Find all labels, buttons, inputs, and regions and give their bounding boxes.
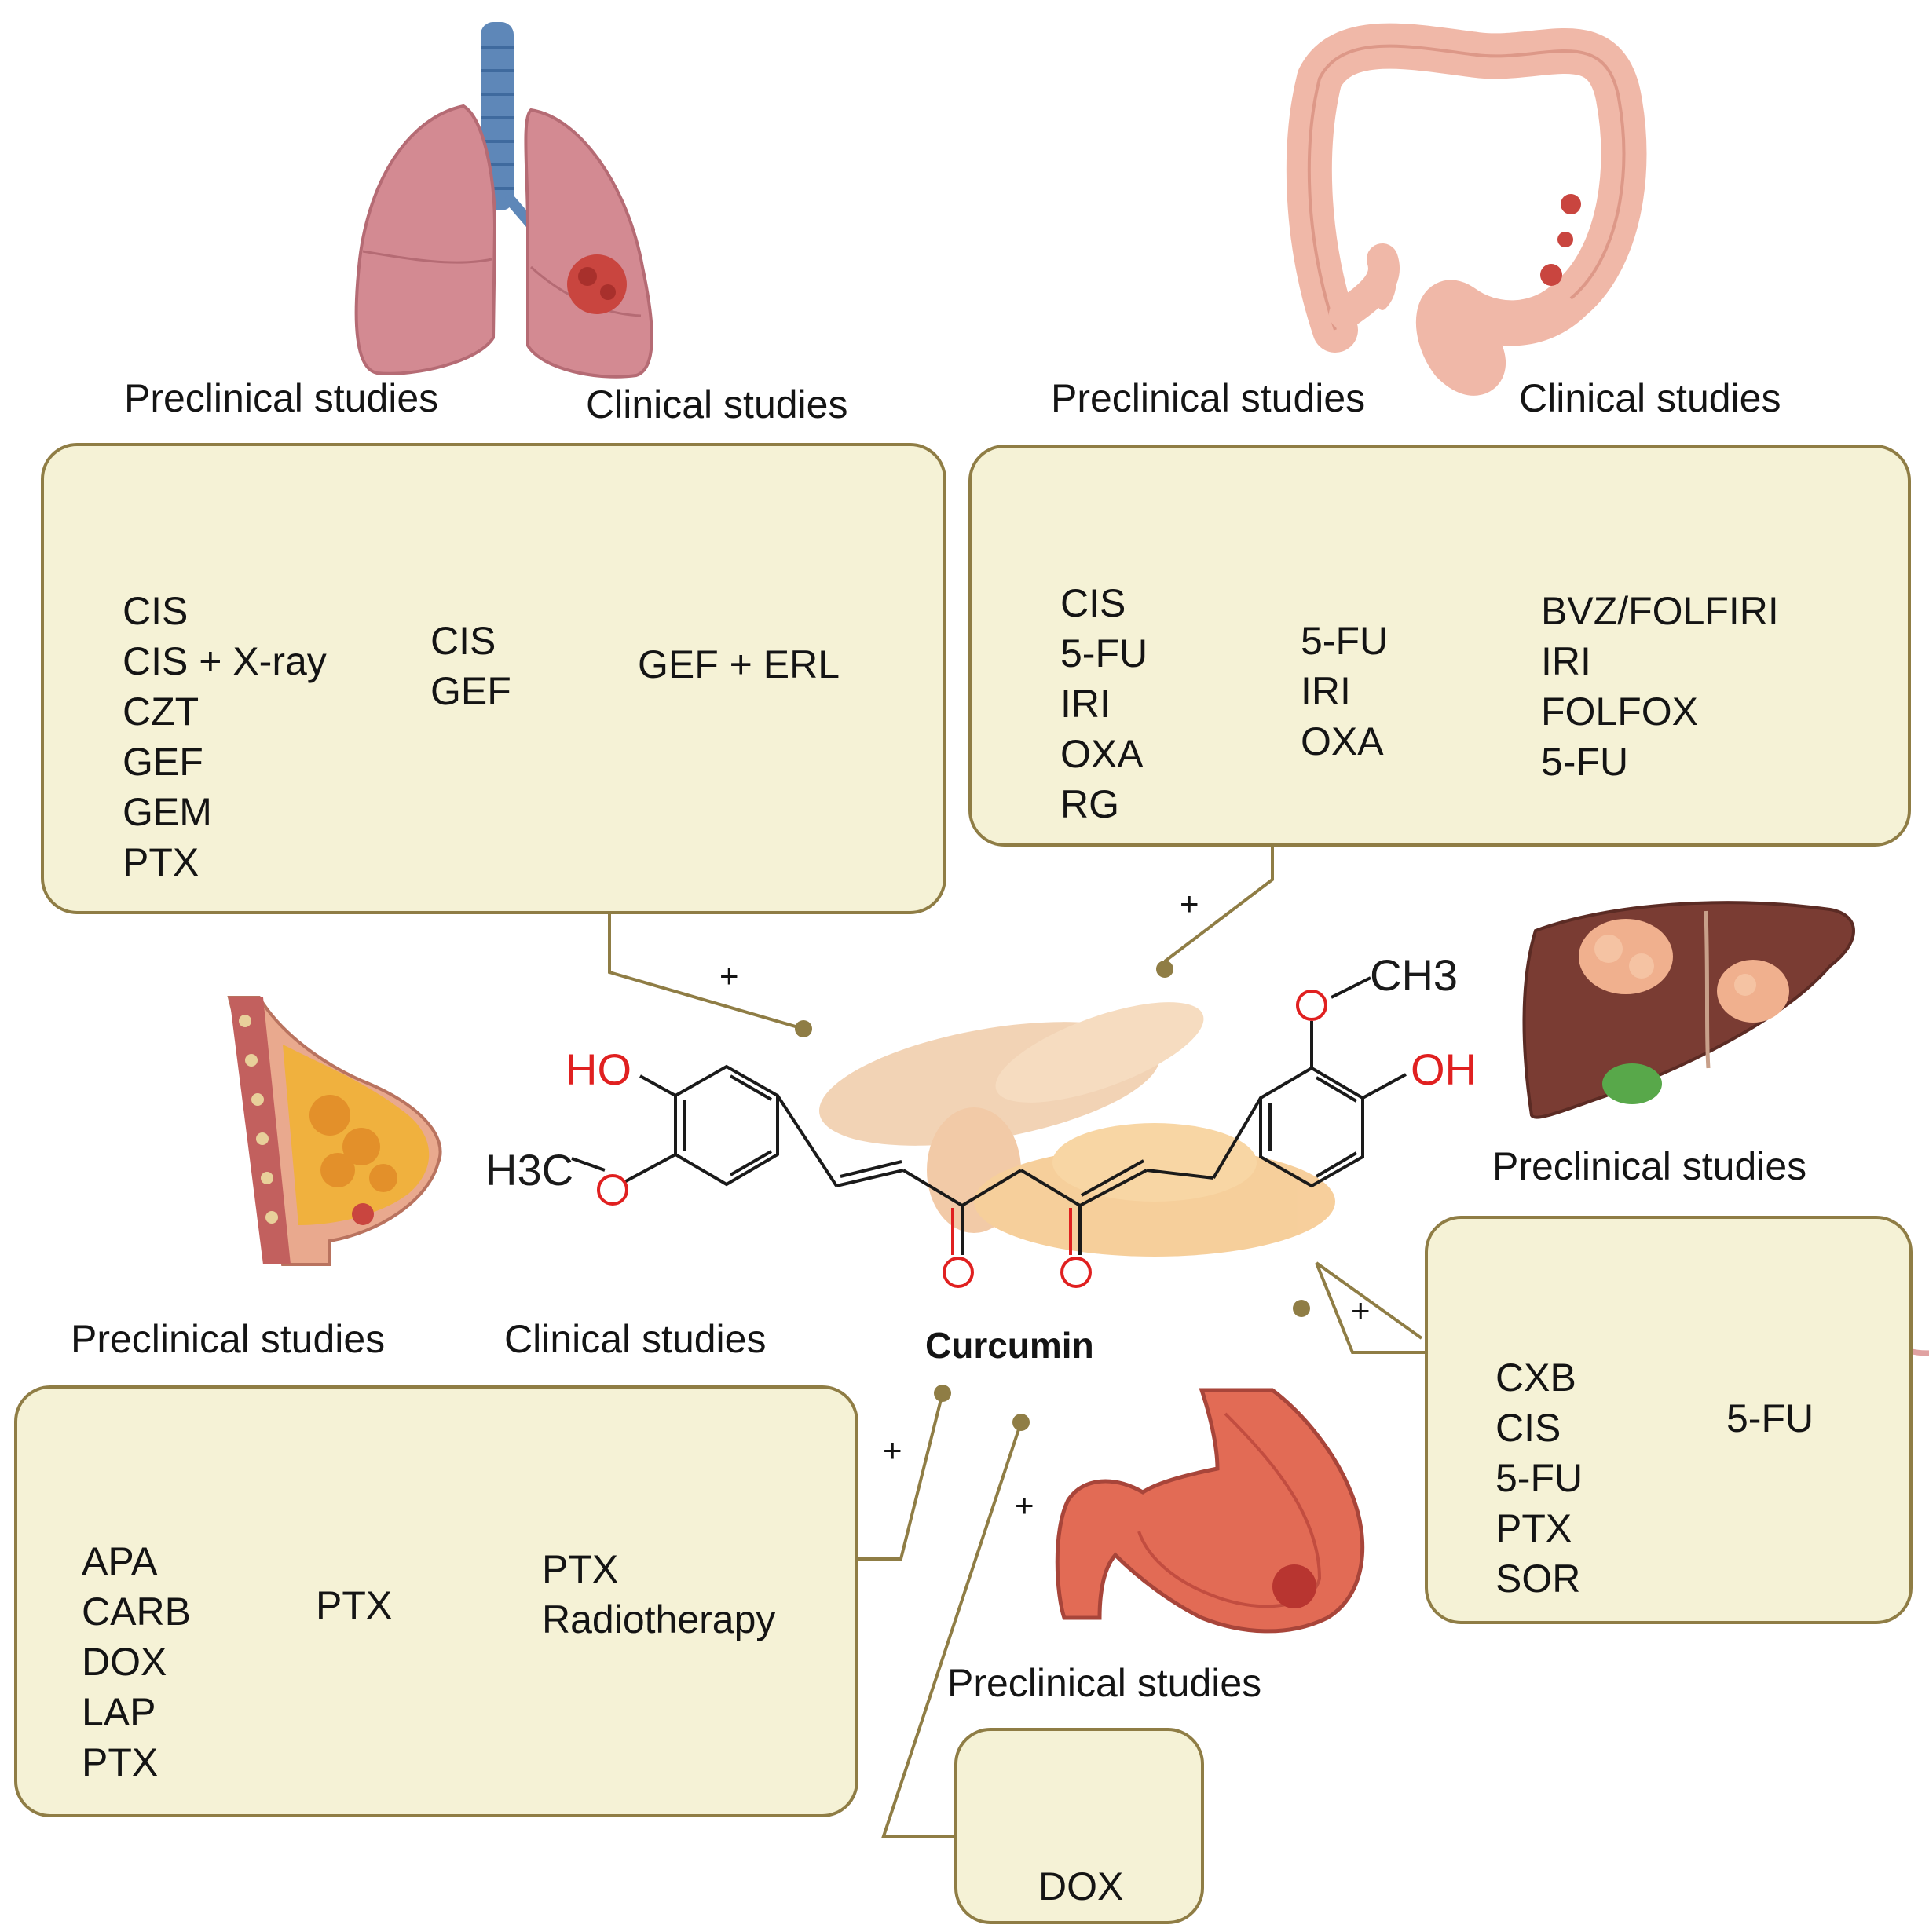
colon-mouse-drug-list: 5-FU IRI OXA: [1301, 616, 1388, 767]
hydroxyl-right-label: OH: [1411, 1045, 1477, 1094]
stomach-cell-drug-list: DOX: [1038, 1861, 1123, 1912]
connector-lines: [608, 847, 1425, 1838]
lung-studies-box: [41, 443, 946, 914]
drug-item: CXB: [1495, 1356, 1576, 1400]
drug-item: IRI: [1060, 682, 1111, 726]
drug-item: OXA: [1301, 719, 1384, 763]
hydroxyl-left-label: HO: [566, 1045, 631, 1094]
drug-item: CIS: [1060, 581, 1126, 625]
drug-item: GEM: [123, 790, 212, 834]
plus-sign: +: [1351, 1292, 1371, 1329]
liver-preclinical-title: Preclinical studies: [1492, 1144, 1807, 1188]
curcumin-structure: [571, 976, 1407, 1288]
liver-cell-drug-list: CXB CIS 5-FU PTX SOR: [1495, 1352, 1583, 1604]
plus-sign: +: [1180, 885, 1199, 922]
breast-clinical-title: Clinical studies: [504, 1317, 767, 1361]
drug-item: BVZ/FOLFIRI: [1541, 589, 1779, 633]
stomach-studies-box: [954, 1728, 1204, 1924]
drug-item: OXA: [1060, 732, 1144, 776]
plus-sign: +: [719, 957, 739, 994]
drug-item: IRI: [1541, 639, 1591, 683]
drug-item: CIS + X-ray: [123, 639, 327, 683]
colon-cell-drug-list: CIS 5-FU IRI OXA RG: [1060, 578, 1148, 829]
drug-item: LAP: [82, 1690, 156, 1734]
drug-item: GEF: [430, 669, 511, 713]
drug-item: CIS: [430, 619, 496, 663]
breast-icon: [227, 996, 442, 1266]
drug-item: PTX: [316, 1583, 393, 1627]
drug-item: RG: [1060, 782, 1119, 826]
compound-name: Curcumin: [925, 1325, 1094, 1366]
drug-item: 5-FU: [1301, 619, 1389, 663]
breast-preclinical-title: Preclinical studies: [71, 1317, 386, 1361]
turmeric-icon: [819, 1002, 1335, 1257]
liver-icon: [1522, 901, 1855, 1119]
methyl-right-label: CH3: [1370, 950, 1459, 1000]
drug-item: PTX: [123, 840, 199, 884]
lung-clinical-drug-list: GEF + ERL: [638, 639, 840, 690]
colon-studies-box: [968, 445, 1911, 847]
drug-item: CIS: [123, 589, 189, 633]
connector-dots: [795, 961, 1310, 1431]
stomach-preclinical-title: Preclinical studies: [947, 1661, 1262, 1705]
breast-studies-box: [14, 1385, 858, 1817]
drug-item: CARB: [82, 1590, 191, 1634]
drug-item: CZT: [123, 690, 199, 734]
breast-mouse-drug-list: PTX: [316, 1580, 392, 1630]
drug-item: 5-FU: [1541, 740, 1629, 784]
drug-item: PTX: [1495, 1506, 1572, 1550]
drug-item: GEF + ERL: [638, 642, 840, 686]
drug-item: DOX: [82, 1640, 167, 1684]
drug-item: 5-FU: [1495, 1456, 1583, 1500]
lung-cell-drug-list: CIS CIS + X-ray CZT GEF GEM PTX: [123, 586, 327, 887]
breast-cell-drug-list: APA CARB DOX LAP PTX: [82, 1536, 191, 1787]
plus-sign: +: [883, 1432, 902, 1469]
drug-item: SOR: [1495, 1557, 1581, 1601]
drug-item: 5-FU: [1060, 631, 1148, 675]
drug-item: Radiotherapy: [542, 1597, 776, 1641]
lung-icon: [354, 22, 653, 379]
lung-preclinical-title: Preclinical studies: [124, 376, 439, 420]
colon-preclinical-title: Preclinical studies: [1051, 376, 1366, 420]
liver-studies-box: [1425, 1216, 1913, 1624]
colon-clinical-title: Clinical studies: [1519, 376, 1781, 420]
colon-clinical-drug-list: BVZ/FOLFIRI IRI FOLFOX 5-FU: [1541, 586, 1779, 787]
lung-mouse-drug-list: CIS GEF: [430, 616, 511, 716]
lung-clinical-title: Clinical studies: [586, 382, 848, 426]
plus-sign: +: [1015, 1487, 1034, 1524]
colon-icon: [1286, 23, 1647, 396]
methyl-left-label: H3C: [485, 1145, 574, 1195]
drug-item: DOX: [1038, 1864, 1124, 1908]
liver-mouse-drug-list: 5-FU: [1726, 1393, 1814, 1444]
drug-item: CIS: [1495, 1406, 1561, 1450]
drug-item: PTX: [82, 1740, 159, 1784]
drug-item: APA: [82, 1539, 158, 1583]
drug-item: PTX: [542, 1547, 619, 1591]
stomach-icon: [1055, 1388, 1365, 1634]
drug-item: FOLFOX: [1541, 690, 1699, 734]
breast-clinical-drug-list: PTX Radiotherapy: [542, 1544, 775, 1645]
drug-item: IRI: [1301, 669, 1351, 713]
drug-item: 5-FU: [1726, 1396, 1814, 1440]
drug-item: GEF: [123, 740, 203, 784]
